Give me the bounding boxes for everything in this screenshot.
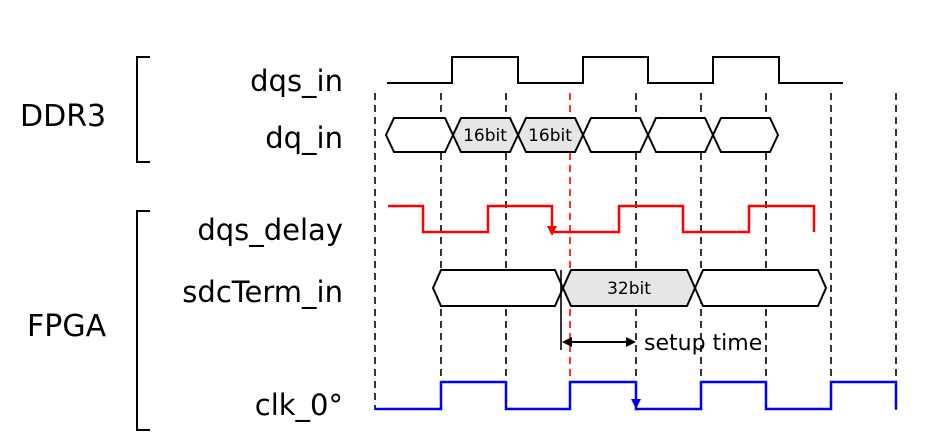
dq-cell (581, 117, 650, 153)
dqs-delay-label: dqs_delay (197, 213, 343, 247)
ddr3-bracket (136, 56, 150, 163)
dqs-delay-waveform (388, 204, 816, 234)
dq-cell (711, 117, 780, 153)
dqs-in-waveform (387, 56, 843, 84)
dqs-in-label: dqs_in (250, 64, 343, 98)
sdcterm-cell-32bit-text: 32bit (607, 279, 651, 299)
dq-cell (384, 117, 455, 153)
sdcterm-in-label: sdcTerm_in (182, 275, 343, 309)
fpga-bracket (136, 210, 150, 431)
sdcterm-in-waveform (431, 269, 828, 307)
setup-time-label: setup time (644, 331, 762, 356)
dqs-delay-edge-arrow (547, 226, 557, 236)
clk-0-edge-arrow (631, 399, 641, 409)
setup-time-arrow (562, 337, 636, 347)
dq-cell-16bit-1-text: 16bit (463, 126, 507, 146)
dq-cell-16bit-2-text: 16bit (528, 126, 572, 146)
sdcterm-cell (693, 269, 828, 307)
dq-in-label: dq_in (265, 121, 343, 155)
fpga-group-label: FPGA (27, 309, 107, 344)
dq-cell (646, 117, 715, 153)
clk-0-label: clk_0° (255, 388, 343, 422)
dq-in-waveform (384, 117, 780, 153)
sdcterm-cell (431, 269, 565, 307)
ddr3-group-label: DDR3 (20, 99, 106, 134)
